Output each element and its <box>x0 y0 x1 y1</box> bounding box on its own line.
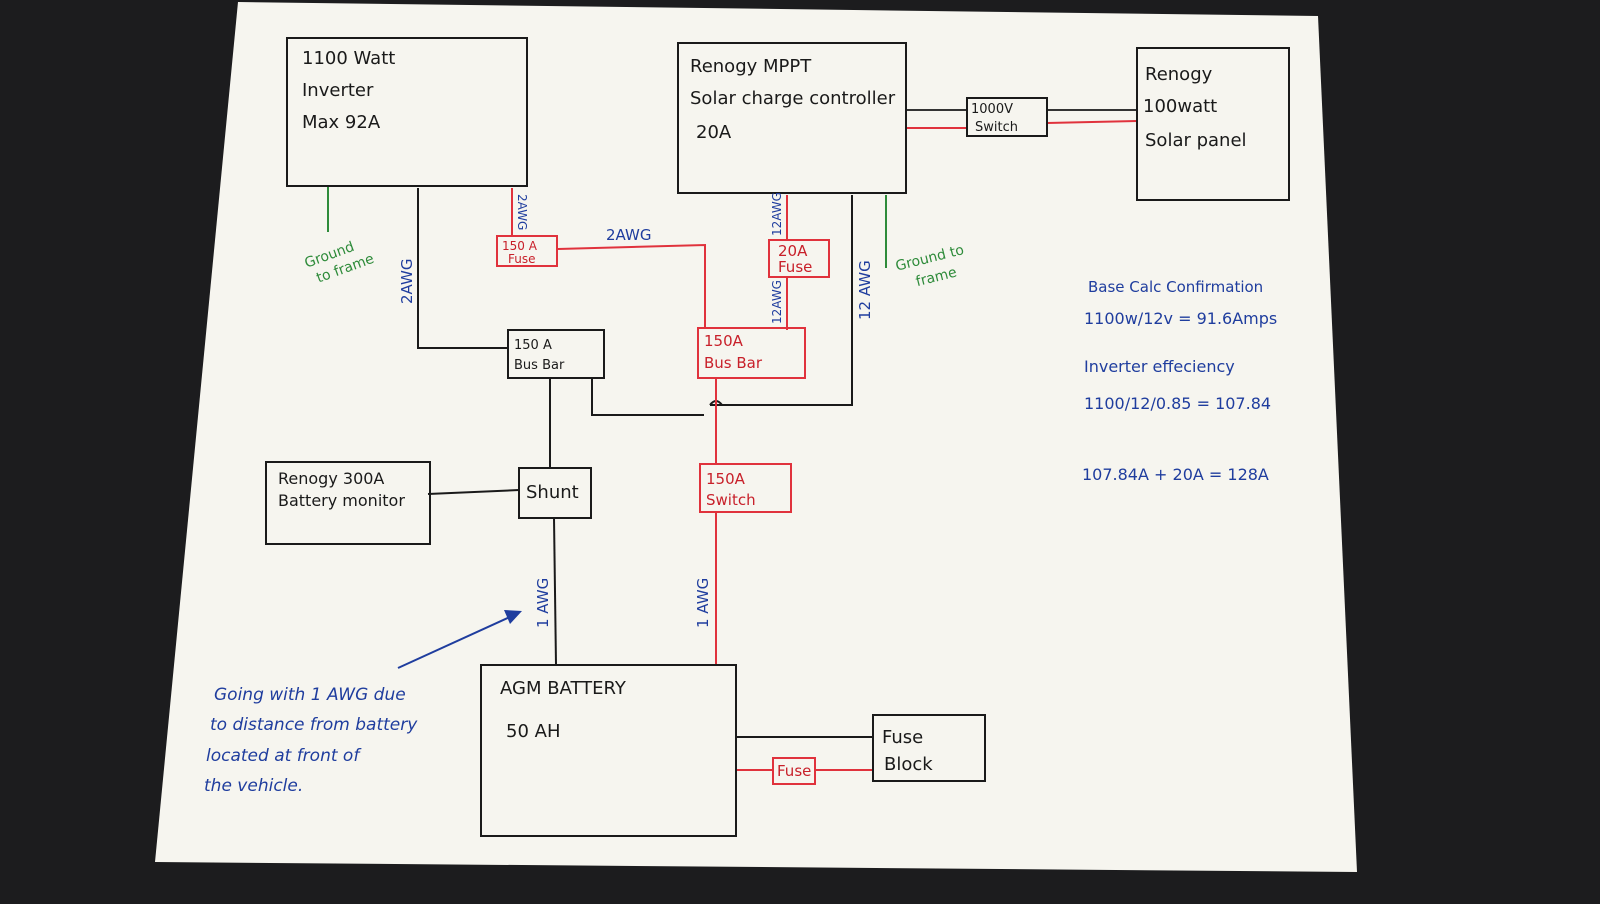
awg-inverter-negative: 2AWG <box>398 259 416 304</box>
note-line1: Going with 1 AWG due <box>214 685 406 705</box>
solar-panel-box: Renogy 100watt Solar panel <box>1136 47 1290 201</box>
calc-line3: 1100/12/0.85 = 107.84 <box>1084 394 1271 413</box>
controller-negative-wire <box>710 195 853 406</box>
charge-controller-box: Renogy MPPT Solar charge controller 20A <box>677 42 907 194</box>
solar-switch-label-line1: 1000V <box>971 102 1013 117</box>
note-line3: located at front of <box>206 746 362 766</box>
pos-bus-line1: 150A <box>704 332 744 350</box>
main-switch-line1: 150A <box>706 470 746 488</box>
calc-notes: Base Calc Confirmation 1100w/12v = 91.6A… <box>1082 278 1277 484</box>
controller-fuse-box: 20A Fuse <box>768 239 830 278</box>
battery-label-line2: 50 AH <box>506 721 560 742</box>
awg-switch-to-battery: 1 AWG <box>694 578 712 628</box>
note-line4: the vehicle. <box>204 776 303 796</box>
fuse-block-fuse-box: Fuse <box>772 757 816 785</box>
inverter-fuse-line2: Fuse <box>508 252 536 266</box>
note-arrow-head <box>504 610 522 624</box>
controller-fuse-line1: 20A <box>778 242 808 260</box>
neg-bus-line2: Bus Bar <box>514 358 565 373</box>
awg-shunt-to-battery: 1 AWG <box>534 578 552 628</box>
inverter-fuse-line1: 150 A <box>502 239 538 253</box>
note-arrow-line <box>397 615 513 669</box>
fuse-to-pos-bus-wire <box>557 243 706 328</box>
awg-controller-negative: 12 AWG <box>856 260 874 320</box>
fuse-block-line1: Fuse <box>882 727 923 748</box>
awg-controller-to-fuse: 12AWG <box>770 192 784 236</box>
inverter-label-line2: Inverter <box>302 80 374 101</box>
negative-bus-bar-box: 150 A Bus Bar <box>507 329 605 379</box>
solar-switch-label-line2: Switch <box>975 120 1018 135</box>
neg-bus-to-controller-wire <box>591 378 704 416</box>
calc-line4: 107.84A + 20A = 128A <box>1082 465 1269 484</box>
main-switch-line2: Switch <box>706 491 756 509</box>
neg-bus-line1: 150 A <box>514 338 552 353</box>
controller-label-line2: Solar charge controller <box>690 88 896 109</box>
monitor-label-line2: Battery monitor <box>278 491 405 510</box>
awg-fuse-to-bus: 2AWG <box>606 226 651 244</box>
fuse-block-line2: Block <box>884 754 933 775</box>
battery-label-line1: AGM BATTERY <box>500 678 627 699</box>
battery-box: AGM BATTERY 50 AH <box>480 664 737 837</box>
note-line2: to distance from battery <box>210 715 418 735</box>
inverter-negative-wire <box>417 188 508 349</box>
calc-line2: Inverter effeciency <box>1084 357 1235 376</box>
paper-sheet <box>155 2 1357 872</box>
battery-monitor-box: Renogy 300A Battery monitor <box>265 461 431 545</box>
solar-switch-box: 1000V Switch <box>966 97 1048 137</box>
main-switch-box: 150A Switch <box>699 463 792 513</box>
fuse-block-box: Fuse Block <box>872 714 986 782</box>
panel-label-line3: Solar panel <box>1145 130 1247 151</box>
fuse-block-fuse-label: Fuse <box>777 762 811 780</box>
switch-to-panel-red-wire <box>1046 120 1138 124</box>
inverter-label-line3: Max 92A <box>302 112 381 133</box>
inverter-fuse-box: 150 A Fuse <box>496 235 558 267</box>
pos-bus-line2: Bus Bar <box>704 354 763 372</box>
inverter-box: 1100 Watt Inverter Max 92A <box>286 37 528 187</box>
awg-note: Going with 1 AWG due to distance from ba… <box>204 685 418 796</box>
panel-label-line2: 100watt <box>1143 96 1217 117</box>
shunt-to-battery-wire <box>553 517 557 666</box>
calc-line1: 1100w/12v = 91.6Amps <box>1084 309 1277 328</box>
panel-label-line1: Renogy <box>1145 64 1213 85</box>
controller-label-line1: Renogy MPPT <box>690 56 812 77</box>
shunt-box: Shunt <box>518 467 592 519</box>
inverter-label-line1: 1100 Watt <box>302 48 395 69</box>
calc-title: Base Calc Confirmation <box>1088 278 1263 296</box>
awg-inverter-positive: 2AWG <box>515 194 529 230</box>
shunt-label: Shunt <box>526 482 579 503</box>
controller-fuse-line2: Fuse <box>778 258 812 276</box>
monitor-to-shunt-wire <box>427 489 520 495</box>
controller-label-line3: 20A <box>696 122 732 143</box>
positive-bus-bar-box: 150A Bus Bar <box>697 327 806 379</box>
monitor-label-line1: Renogy 300A <box>278 469 384 488</box>
awg-fuse-to-pos-bus: 12AWG <box>770 280 784 324</box>
